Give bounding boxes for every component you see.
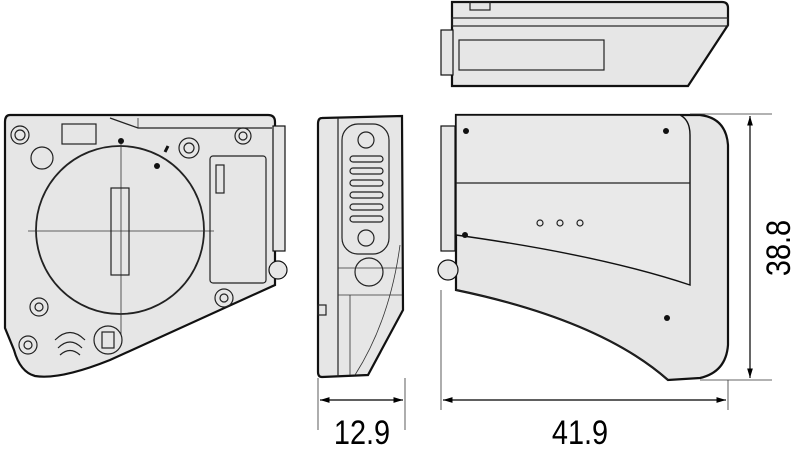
height-dimension [690, 113, 772, 381]
depth-dimension-label: 12.9 [334, 413, 390, 452]
right-view [437, 113, 730, 382]
screw-icon [10, 125, 252, 355]
width-dimension-label: 41.9 [552, 413, 608, 452]
top-view [440, 0, 730, 88]
depth-dimension [317, 378, 406, 430]
width-dimension [440, 290, 729, 410]
height-dimension-label: 38.8 [759, 220, 798, 276]
front-view [3, 113, 288, 378]
side-view [316, 114, 405, 379]
battery-symbol-icon [93, 325, 123, 355]
lock-symbol-icon [30, 146, 54, 170]
vent-symbol-icon [54, 331, 86, 356]
